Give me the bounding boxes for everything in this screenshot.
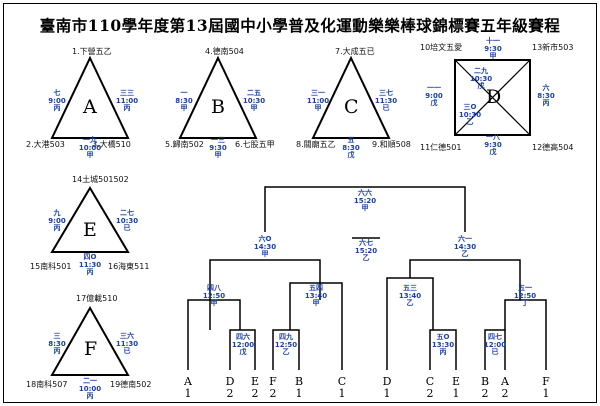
triangle-b <box>178 55 258 139</box>
team-label: 2.大港503 <box>26 140 65 149</box>
team-label: 6.七股五甲 <box>235 140 275 149</box>
team-label: 7.大成五已 <box>335 47 375 56</box>
team-label: 1.下營五乙 <box>72 47 112 56</box>
team-label: 12德高504 <box>532 143 574 152</box>
team-label: 4.德南504 <box>205 47 244 56</box>
square-d <box>454 59 531 136</box>
square-d-diag2 <box>454 59 531 136</box>
team-label: 15南科501 <box>30 262 72 271</box>
team-label: 14土城501502 <box>72 175 129 184</box>
team-label: 9.和順508 <box>372 140 411 149</box>
team-label: 3.大橋510 <box>92 140 131 149</box>
team-label: 18南科507 <box>26 380 68 389</box>
triangle-a <box>50 55 130 139</box>
bracket-lines <box>187 186 547 370</box>
team-label: 17億載510 <box>76 294 118 303</box>
group-letter: B <box>211 96 225 118</box>
group-letter: F <box>84 338 98 360</box>
page-title: 臺南市110學年度第13屆國中小學普及化運動樂樂棒球錦標賽五年級賽程 <box>39 16 561 35</box>
triangle-c <box>311 55 391 139</box>
team-label: 16海東511 <box>108 262 150 271</box>
triangle-f <box>50 305 130 376</box>
team-label: 11仁德501 <box>420 143 462 152</box>
page-border <box>3 3 597 403</box>
team-label: 13新市503 <box>532 43 574 52</box>
team-label: 10培文五愛 <box>420 43 463 52</box>
team-label: 19德南502 <box>110 380 152 389</box>
group-letter: E <box>83 219 97 241</box>
group-letter: A <box>83 96 97 118</box>
team-label: 5.歸南502 <box>165 140 204 149</box>
triangle-e <box>50 186 130 253</box>
group-letter: D <box>486 86 502 108</box>
group-letter: C <box>344 96 359 118</box>
team-label: 8.關廟五乙 <box>296 140 336 149</box>
